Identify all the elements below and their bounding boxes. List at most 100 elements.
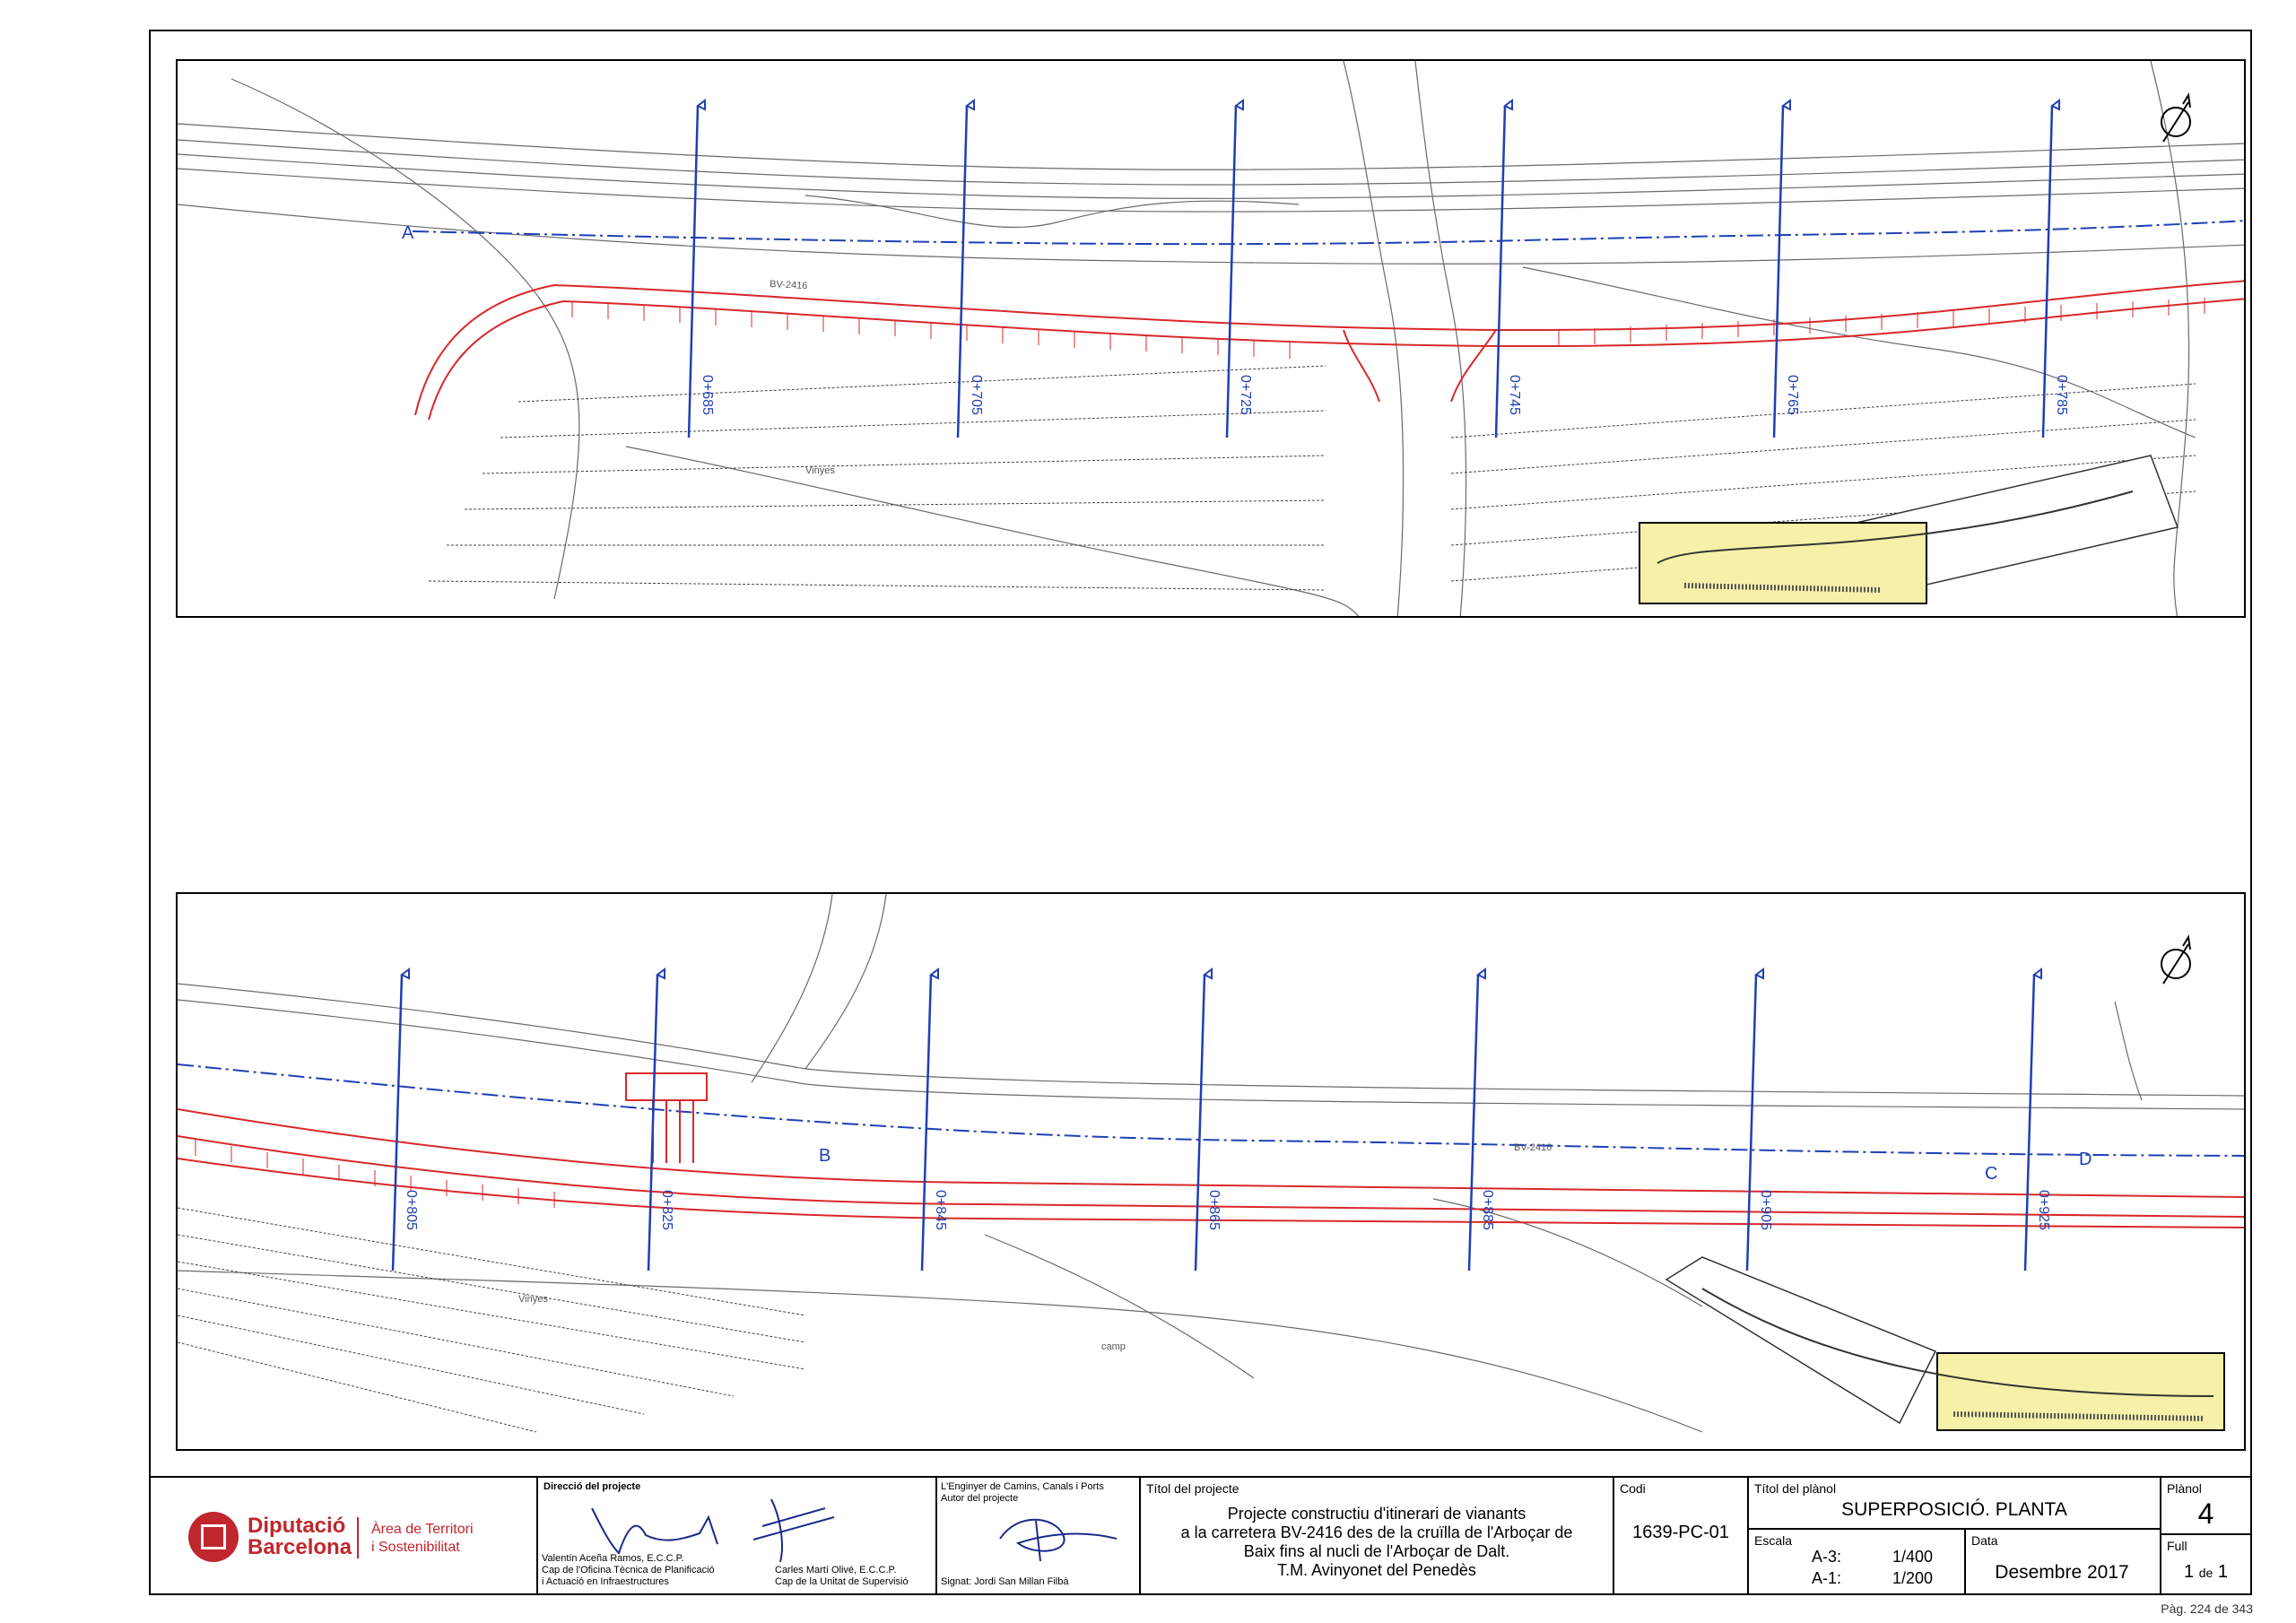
- station-label: 0+805: [404, 1190, 419, 1230]
- station-line: [391, 974, 404, 1271]
- org-name: Diputació Barcelona: [248, 1515, 352, 1558]
- station-flag-icon: [929, 968, 939, 980]
- project-title-cell: Títol del projecte Projecte constructiu …: [1139, 1478, 1613, 1595]
- area-name: Àrea de Territori i Sostenibilitat: [371, 1521, 474, 1557]
- sheet-frame: [149, 30, 2252, 1595]
- station-flag-icon: [2032, 968, 2042, 980]
- author-header-1: L'Enginyer de Camins, Canals i Ports: [941, 1481, 1104, 1492]
- plan-title-header: Títol del plànol: [1754, 1481, 1837, 1496]
- station-label: 0+925: [2036, 1190, 2051, 1230]
- section-label-c: C: [1985, 1164, 1997, 1184]
- road-axis-bottom: [178, 1063, 2244, 1157]
- station-label: 0+725: [1238, 375, 1253, 415]
- station-flag-icon: [1754, 968, 1764, 980]
- station-line: [1194, 974, 1206, 1271]
- station-label: 0+685: [700, 375, 715, 415]
- station-label: 0+825: [659, 1190, 674, 1230]
- author-signature: [999, 1518, 1118, 1562]
- scale-a3-label: A-3:: [1812, 1548, 1842, 1566]
- plan-header: Plànol: [2167, 1481, 2202, 1496]
- footpath-route-top: [414, 280, 2244, 421]
- station-label: 0+865: [1206, 1190, 1222, 1230]
- director-role-2: i Actuació en Infraestructures: [542, 1576, 669, 1587]
- station-line: [956, 105, 969, 438]
- logo-cell: Diputació Barcelona Àrea de Territori i …: [149, 1478, 536, 1595]
- road-label-top: BV-2416: [770, 279, 808, 291]
- station-flag-icon: [1234, 99, 1244, 111]
- author-signed: Signat: Jordi San Millan Filbà: [941, 1576, 1069, 1587]
- logo-divider: [357, 1517, 359, 1558]
- project-header: Títol del projecte: [1146, 1481, 1239, 1496]
- station-line: [2023, 974, 2036, 1271]
- north-arrow-icon: [2161, 934, 2191, 985]
- diputacio-logo-icon: [188, 1512, 239, 1562]
- project-title-line3: Baix fins al nucli de l'Arboçar de Dalt.: [1243, 1542, 1510, 1560]
- area-name-line1: Àrea de Territori: [371, 1522, 474, 1537]
- code-header: Codi: [1620, 1481, 1646, 1496]
- code-cell: Codi 1639-PC-01: [1613, 1478, 1747, 1595]
- vines-label-bottom: Vinyes: [518, 1294, 548, 1305]
- station-flag-icon: [656, 968, 665, 980]
- scale-a1-label: A-1:: [1812, 1569, 1842, 1587]
- date-header: Data: [1971, 1533, 1998, 1548]
- director-role-1: Cap de l'Oficina Tècnica de Planificació: [542, 1565, 715, 1575]
- station-line: [920, 974, 933, 1271]
- date-value: Desembre 2017: [1995, 1562, 2129, 1583]
- supervisor-name: Carles Martí Olivé, E.C.C.P.: [775, 1565, 897, 1575]
- station-label: 0+885: [1480, 1190, 1495, 1230]
- vineyard-rows-bottom: [178, 1207, 806, 1433]
- plan-title-divider: [1749, 1528, 2160, 1530]
- footpath-hatch-bottom: [195, 1140, 555, 1208]
- station-flag-icon: [696, 99, 706, 111]
- field-label-bottom: camp: [1101, 1341, 1126, 1352]
- sheet-count: 1 de 1: [2161, 1562, 2250, 1583]
- author-cell: L'Enginyer de Camins, Canals i Ports Aut…: [935, 1478, 1139, 1595]
- key-map-bottom: [1665, 1256, 2225, 1431]
- sheet-header: Full: [2167, 1539, 2187, 1553]
- road-axis-top: [412, 220, 2244, 246]
- section-label-a: A: [402, 223, 414, 243]
- title-block: Diputació Barcelona Àrea de Territori i …: [149, 1476, 2252, 1595]
- project-title-line4: T.M. Avinyonet del Penedès: [1277, 1561, 1476, 1579]
- road-label-bottom: BV-2416: [1514, 1142, 1552, 1153]
- project-title-line1: Projecte constructiu d'itinerari de vian…: [1227, 1505, 1526, 1523]
- sheet-of: de: [2198, 1566, 2213, 1580]
- author-header-2: Autor del projecte: [941, 1493, 1019, 1504]
- supervisor-role: Cap de la Unitat de Supervisió: [775, 1576, 909, 1587]
- north-arrow-icon: [2161, 92, 2191, 143]
- director-header: Direcció del projecte: [544, 1481, 641, 1492]
- station-flag-icon: [400, 968, 410, 980]
- scale-a1-value: 1/200: [1892, 1569, 1934, 1587]
- vines-label-top: Vinyes: [805, 465, 835, 476]
- station-flag-icon: [1503, 99, 1513, 111]
- station-label: 0+705: [969, 375, 984, 415]
- scale-header: Escala: [1754, 1533, 1793, 1548]
- station-flag-icon: [965, 99, 975, 111]
- plan-sheet-divider: [2161, 1533, 2250, 1535]
- page-number: Pàg. 224 de 343: [2161, 1601, 2253, 1616]
- station-label: 0+785: [2054, 375, 2069, 415]
- station-flag-icon: [1781, 99, 1791, 111]
- station-line: [2041, 105, 2054, 438]
- plan-drawing-top: 0+685 0+705 0+725 0+745 0+765 0+785 A BV-2416…: [178, 61, 2244, 616]
- station-flag-icon: [1203, 968, 1213, 980]
- area-name-line2: i Sostenibilitat: [371, 1540, 460, 1555]
- scale-a3-value: 1/400: [1892, 1548, 1934, 1566]
- station-label: 0+765: [1785, 375, 1800, 415]
- project-title-line2: a la carretera BV-2416 des de la cruïlla…: [1180, 1523, 1573, 1541]
- station-label: 0+905: [1758, 1190, 1773, 1230]
- station-flag-icon: [2050, 99, 2060, 111]
- footpath-hatch-top: [571, 298, 2205, 359]
- station-line: [1772, 105, 1785, 438]
- sheet-total: 1: [2217, 1562, 2228, 1582]
- station-line: [647, 974, 659, 1271]
- station-label: 0+745: [1507, 375, 1522, 415]
- code-value: 1639-PC-01: [1632, 1523, 1729, 1542]
- director-name: Valentín Aceña Ramos, E.C.C.P.: [542, 1553, 684, 1564]
- station-line: [1745, 974, 1758, 1271]
- station-line: [1467, 974, 1480, 1271]
- org-name-line1: Diputació: [248, 1514, 346, 1538]
